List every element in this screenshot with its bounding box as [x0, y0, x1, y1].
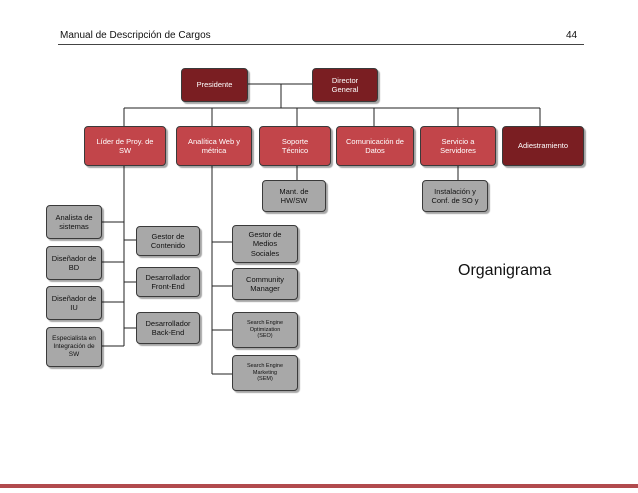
org-box-mant-hw-sw: Mant. de HW/SW	[262, 180, 326, 212]
org-box-seo: Search Engine Optimization (SEO)	[232, 312, 298, 348]
org-box-community-manager: Community Manager	[232, 268, 298, 300]
page-number: 44	[566, 30, 578, 41]
document-title: Manual de Descripción de Cargos	[60, 30, 211, 41]
org-box-especialista-integracion: Especialista en Integración de SW	[46, 327, 102, 367]
org-box-analitica-web: Analítica Web y métrica	[176, 126, 252, 166]
org-box-adiestramiento: Adiestramiento	[502, 126, 584, 166]
org-box-gestor-medios-sociales: Gestor de Medios Sociales	[232, 225, 298, 263]
org-box-director-general: Director General	[312, 68, 378, 102]
org-box-disenador-iu: Diseñador de IU	[46, 286, 102, 320]
footer-divider	[0, 484, 638, 488]
org-box-soporte-tecnico: Soporte Técnico	[259, 126, 331, 166]
org-box-instalacion-so: Instalación y Conf. de SO y	[422, 180, 488, 212]
org-box-disenador-bd: Diseñador de BD	[46, 246, 102, 280]
org-box-analista-sistemas: Analista de sistemas	[46, 205, 102, 239]
org-box-presidente: Presidente	[181, 68, 248, 102]
org-box-sem: Search Engine Marketing (SEM)	[232, 355, 298, 391]
org-box-desarrollador-front-end: Desarrollador Front-End	[136, 267, 200, 297]
org-box-servicio-servidores: Servicio a Servidores	[420, 126, 496, 166]
org-box-lider-proyecto: Líder de Proy. de SW	[84, 126, 166, 166]
org-box-desarrollador-back-end: Desarrollador Back-End	[136, 312, 200, 344]
org-box-comunicacion-datos: Comunicación de Datos	[336, 126, 414, 166]
header-divider	[58, 44, 584, 45]
org-box-gestor-contenido: Gestor de Contenido	[136, 226, 200, 256]
organigrama-label: Organigrama	[458, 262, 552, 279]
